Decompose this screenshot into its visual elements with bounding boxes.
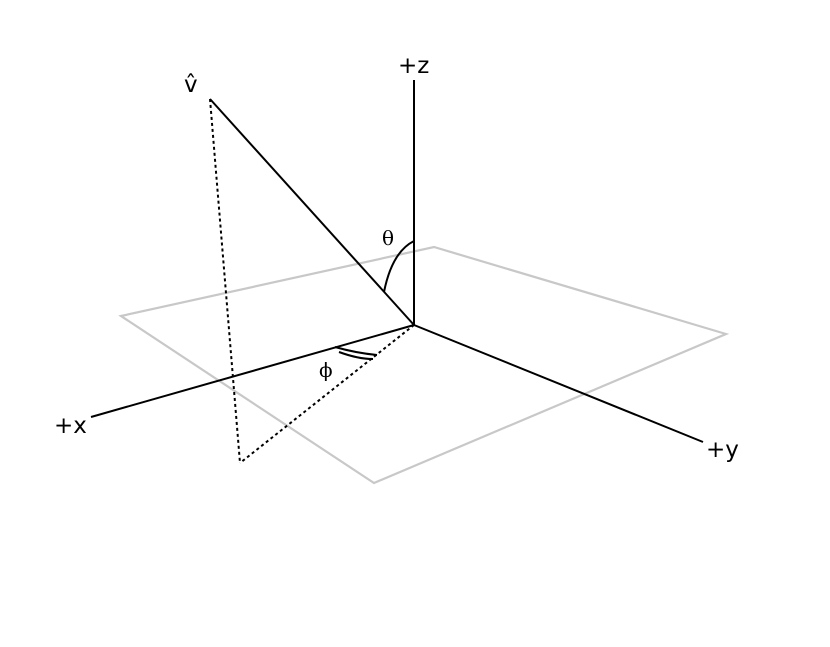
theta-arc	[383, 240, 415, 293]
vector-drop-line	[209, 98, 241, 464]
x-axis-label: +x	[54, 413, 87, 439]
vector-projection-line	[239, 324, 415, 464]
z-axis-label: +z	[398, 53, 429, 79]
phi-arc-inner	[338, 351, 374, 360]
phi-label: ϕ	[319, 358, 333, 382]
vector-label: v̂	[184, 72, 198, 98]
xy-plane	[118, 245, 730, 485]
vector-line	[209, 98, 415, 326]
phi-arc-outer	[334, 346, 378, 356]
x-axis	[90, 324, 415, 418]
y-axis	[413, 324, 704, 443]
theta-label: θ	[382, 226, 394, 250]
y-axis-label: +y	[706, 437, 739, 463]
